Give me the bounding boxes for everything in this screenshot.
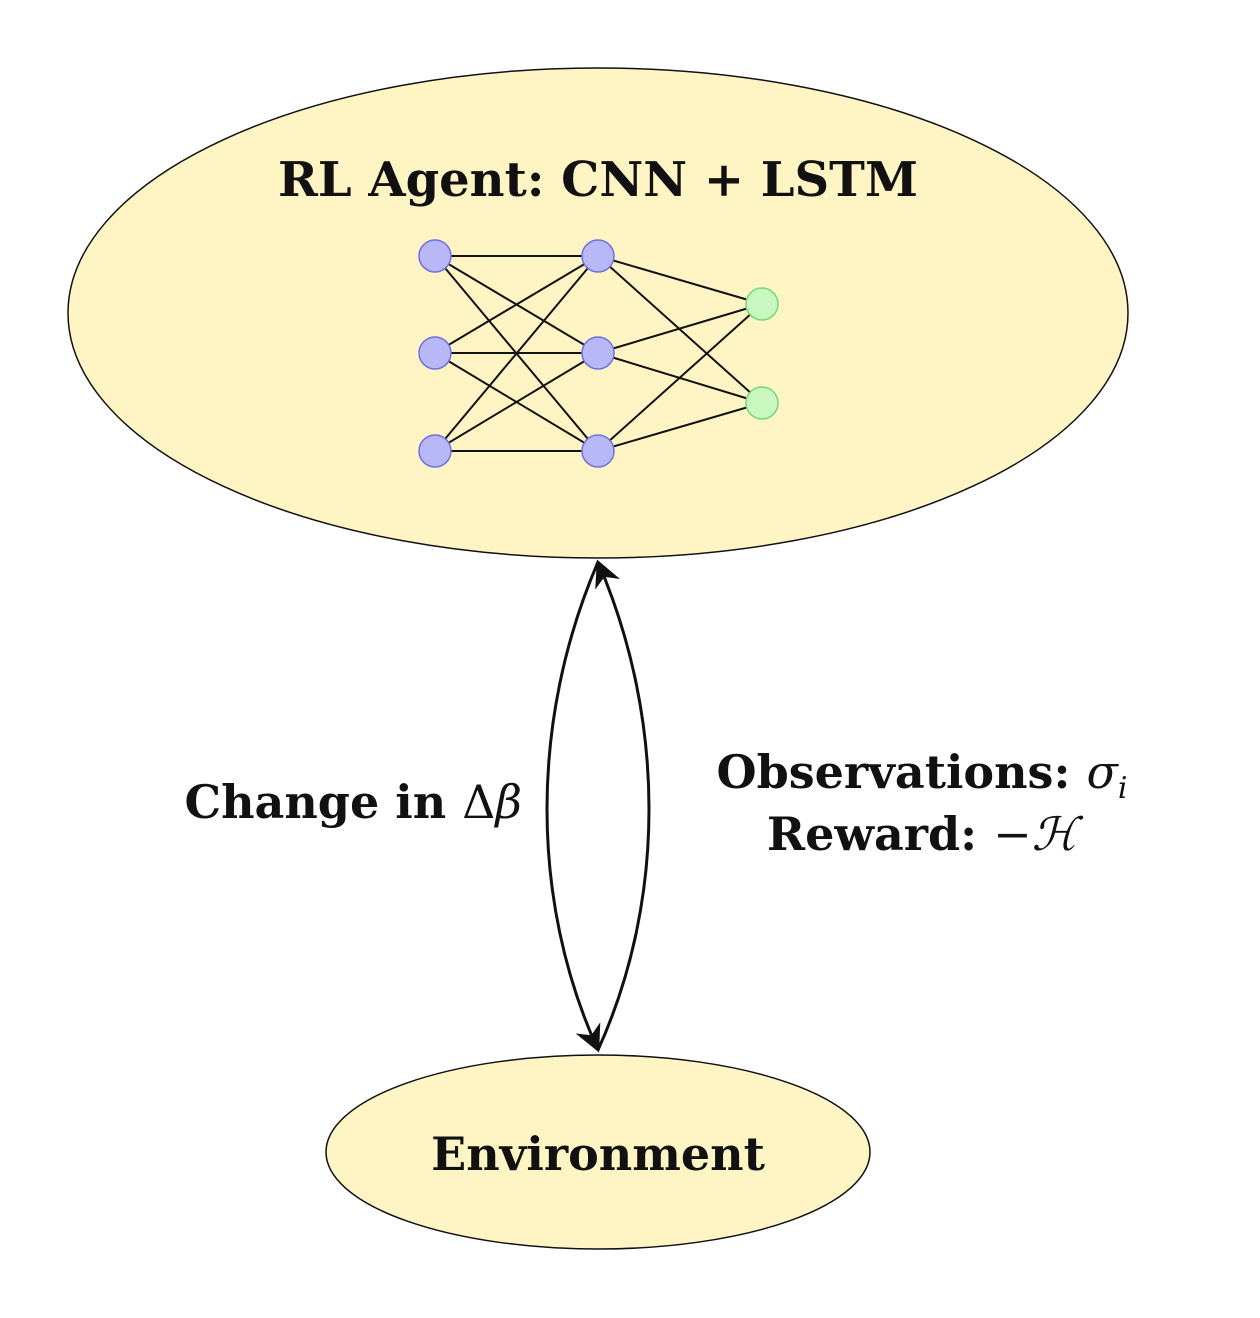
environment-label: Environment — [431, 1127, 765, 1181]
agent-node[interactable] — [67, 67, 1129, 559]
action-arrow — [545, 561, 601, 1053]
delta-symbol: Δ — [462, 775, 495, 829]
network-connections — [434, 255, 763, 452]
output-neuron — [745, 386, 779, 420]
hidden-neuron — [418, 336, 452, 370]
minus-symbol: − — [993, 807, 1032, 861]
network-connection — [597, 255, 763, 305]
network-connection — [434, 352, 599, 452]
hidden-neuron — [581, 336, 615, 370]
network-neurons — [418, 239, 779, 468]
neural-network-icon — [418, 239, 779, 468]
network-connection — [597, 402, 763, 452]
network-connection — [597, 303, 763, 354]
sigma-subscript: i — [1118, 771, 1128, 806]
agent-title: RL Agent: CNN + LSTM — [278, 152, 918, 208]
action-label-text: Change in — [184, 775, 462, 829]
observations-label-text: Observations: — [717, 745, 1087, 799]
hidden-neuron — [581, 434, 615, 468]
environment-node[interactable] — [325, 1054, 871, 1250]
hidden-neuron — [418, 434, 452, 468]
hidden-neuron — [581, 239, 615, 273]
observations-label: Observations: σi — [717, 745, 1128, 806]
feedback-arrow — [595, 559, 651, 1051]
beta-symbol: β — [493, 775, 522, 829]
sigma-symbol: σ — [1086, 745, 1119, 799]
network-connection — [434, 255, 599, 452]
action-label: Change in Δβ — [184, 775, 522, 829]
hidden-neuron — [418, 239, 452, 273]
reward-label-text: Reward: — [767, 807, 993, 861]
reward-label: Reward: −ℋ — [767, 807, 1084, 861]
entropy-symbol: ℋ — [1032, 807, 1084, 861]
network-connection — [597, 303, 763, 452]
output-neuron — [745, 287, 779, 321]
network-connection — [434, 255, 599, 354]
